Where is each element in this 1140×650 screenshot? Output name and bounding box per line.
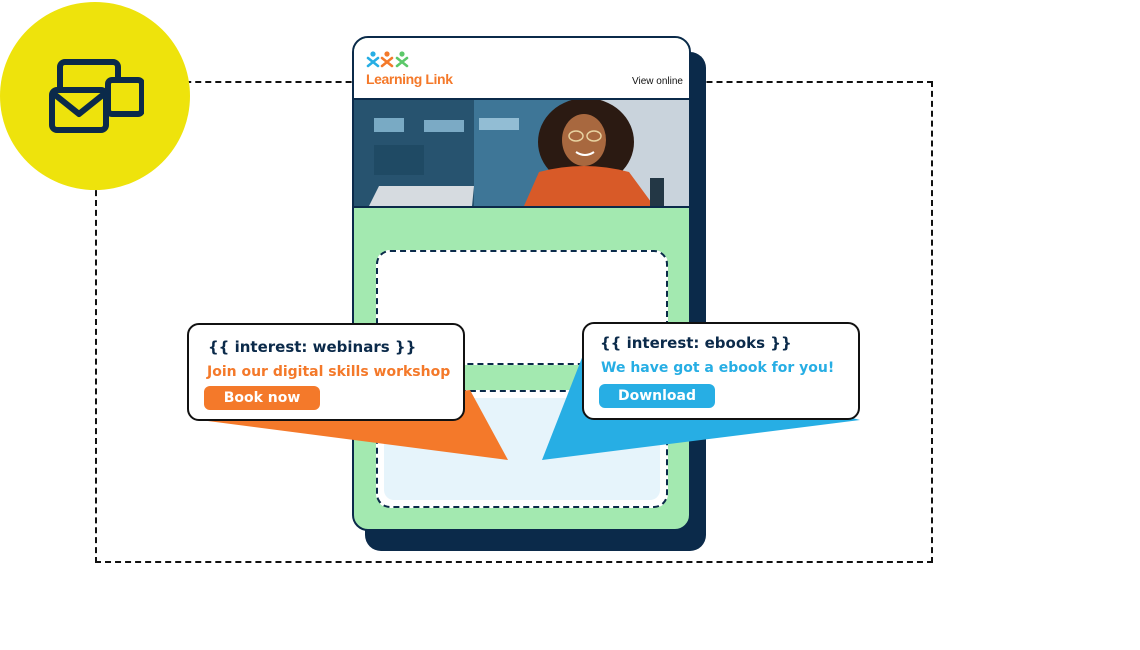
callout-ebooks-message: We have got a ebook for you! [601,360,835,376]
callout-webinars-tag: {{ interest: webinars }} [208,338,417,356]
email-envelopes-icon [49,59,144,133]
email-preview: Learning Link View online [352,36,691,531]
callout-webinars: {{ interest: webinars }} Join our digita… [187,323,465,421]
view-online-link[interactable]: View online [632,76,683,87]
callout-ebooks: {{ interest: ebooks }} We have got a ebo… [582,322,860,420]
brand-name: Learning Link [366,71,453,87]
download-button[interactable]: Download [599,384,715,408]
learning-link-logo-icon [366,51,409,68]
callout-webinars-message: Join our digital skills workshop [207,364,451,380]
email-badge [0,2,190,190]
book-now-button[interactable]: Book now [204,386,320,410]
hero-photo-illustration [354,100,689,206]
callout-ebooks-tag: {{ interest: ebooks }} [600,334,792,352]
hero-photo [354,100,689,208]
email-header: Learning Link View online [354,38,689,100]
